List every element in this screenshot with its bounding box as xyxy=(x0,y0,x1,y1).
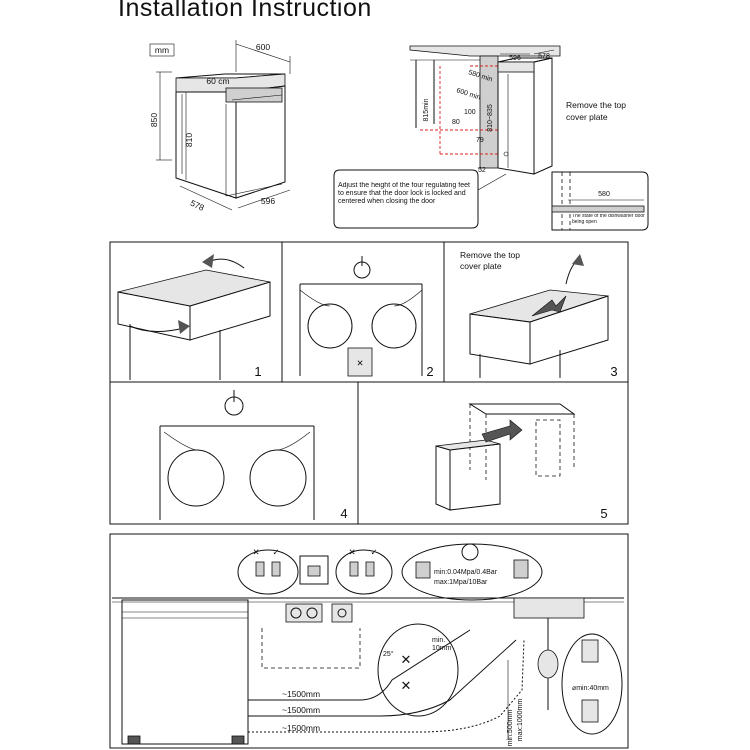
drain-max-label: max:1000mm xyxy=(517,699,524,742)
bend-radius-label: 10mm xyxy=(432,645,452,652)
height-810-label: 810 xyxy=(184,133,194,147)
depth-600-label: 600 xyxy=(256,42,270,52)
bend-min-label: min. xyxy=(432,637,445,644)
door-open-detail: 580 The state of the dishwasher door bei… xyxy=(551,171,649,231)
bend-angle-label: 25° xyxy=(383,650,394,658)
plug-cross-mark: ✕ xyxy=(252,547,259,557)
top-width-label: 60 cm xyxy=(206,76,229,86)
step-3-note-line2: cover plate xyxy=(460,261,502,271)
pressure-max-label: max:1Mpa/10Bar xyxy=(434,579,488,586)
door-open-note: The state of the dishwasher door being o… xyxy=(572,214,645,225)
dishwasher-dimensions-figure: mm 60 cm 850 810 600 xyxy=(149,40,291,213)
niche-100-label: 100 xyxy=(464,109,476,116)
hose-2-length: ~1500mm xyxy=(282,705,320,715)
page-title: Installation Instruction xyxy=(118,0,372,22)
unit-label: mm xyxy=(155,45,169,55)
plug-check-mark: ✓ xyxy=(272,547,279,557)
niche-596-label: 596 xyxy=(509,55,521,62)
niche-installation-figure: 596 578 580 min 600 min 815min 810~835 1… xyxy=(409,45,626,175)
step-2-number: 2 xyxy=(426,364,433,379)
connections-panel: ✕ ✓ ✕ ✓ min:0.04Mpa/0.4Bar max:1Mpa/10Ba… xyxy=(109,533,629,749)
bend-cross-2: ✕ xyxy=(401,678,412,693)
door-580-label: 580 xyxy=(598,191,610,198)
niche-52-label: 52 xyxy=(478,167,486,174)
adjust-feet-callout: Adjust the height of the four regulating… xyxy=(333,169,507,229)
niche-adjust-label: 810~835 xyxy=(487,104,494,132)
hose-3-length: ~1500mm xyxy=(282,723,320,733)
step-2-cross: ✕ xyxy=(356,358,363,368)
step-3-number: 3 xyxy=(610,364,617,379)
width-596-label: 596 xyxy=(261,196,275,206)
unit-box xyxy=(149,43,175,57)
niche-79-label: 79 xyxy=(476,137,484,144)
step-5-panel: 5 xyxy=(357,381,629,525)
niche-578-label: 578 xyxy=(538,53,550,60)
niche-80-label: 80 xyxy=(452,119,460,126)
hose-1-length: ~1500mm xyxy=(282,689,320,699)
step-1-panel: 1 xyxy=(109,241,283,383)
step-5-number: 5 xyxy=(600,506,607,521)
step-3-note-line1: Remove the top xyxy=(460,250,520,260)
step-2-panel: ✕ 2 xyxy=(281,241,445,383)
adjust-feet-note: Adjust the height of the four regulating… xyxy=(338,182,470,206)
socket-cross-mark: ✕ xyxy=(348,547,355,557)
remove-top-note-line2: cover plate xyxy=(566,112,608,122)
niche-600-label: 600 min xyxy=(455,87,481,101)
bend-cross-1: ✕ xyxy=(401,652,412,667)
pressure-gauge-icon xyxy=(461,543,479,561)
diameter-label: ⌀min:40mm xyxy=(572,685,609,692)
depth-578-label: 578 xyxy=(189,198,206,213)
remove-top-note-line1: Remove the top xyxy=(566,100,626,110)
pressure-min-label: min:0.04Mpa/0.4Bar xyxy=(434,569,498,576)
step-3-panel: Remove the top cover plate 3 xyxy=(443,241,629,383)
niche-815-label: 815min xyxy=(423,98,430,121)
socket-check-mark: ✓ xyxy=(370,547,377,557)
height-850-label: 850 xyxy=(149,113,159,127)
step-4-panel: 4 xyxy=(109,381,359,525)
drain-min-label: min:500mm xyxy=(507,710,514,747)
step-4-number: 4 xyxy=(340,506,347,521)
step-1-number: 1 xyxy=(254,364,261,379)
